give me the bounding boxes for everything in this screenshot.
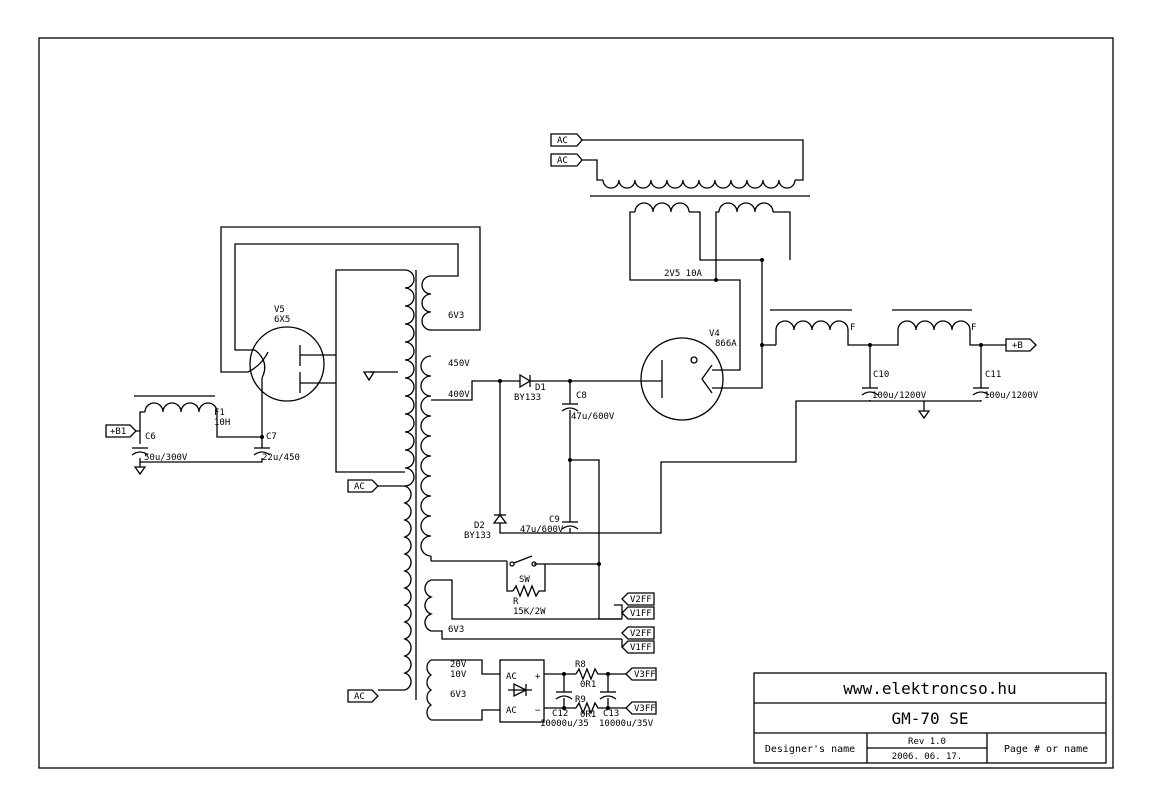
r-ref-label: R — [513, 597, 519, 607]
w-400v-label: 400V — [448, 390, 470, 400]
v4-type-label: 866A — [715, 339, 737, 349]
c10-ref-label: C10 — [873, 370, 889, 380]
r8-val-label: 0R1 — [580, 680, 596, 690]
secondary-winding-b — [718, 202, 774, 213]
b1-filter: +B1 F1 10H C6 50u/300V C7 22u/450 — [105, 395, 300, 476]
ac1-label: AC — [557, 136, 568, 146]
b1-plus-port — [105, 424, 137, 438]
v2ff-a-label: V2FF — [630, 595, 652, 605]
c10-val-label: 100u/1200V — [872, 391, 927, 401]
w-10v-label: 10V — [450, 670, 467, 680]
c11-val-label: 100u/1200V — [984, 391, 1039, 401]
c12-ref-label: C12 — [552, 709, 568, 719]
c8-ref-label: C8 — [576, 391, 587, 401]
v4-ref-label: V4 — [709, 329, 720, 339]
f1-ref-label: F1 — [214, 408, 225, 418]
c13-val-label: 10000u/35V — [599, 719, 654, 729]
winding-2v5-label: 2V5 10A — [664, 269, 703, 279]
bridge-plus-label: + — [535, 672, 541, 682]
c6-ref-label: C6 — [145, 432, 156, 442]
b1-plus-label: +B1 — [110, 427, 126, 437]
title-block: www.elektroncso.hu GM-70 SE Designer's n… — [753, 672, 1107, 764]
c11-ref-label: C11 — [985, 370, 1001, 380]
project-title: GM-70 SE — [891, 709, 968, 728]
primary-winding — [602, 179, 796, 189]
main-transformer: AC AC 6V3 450V 400V 6V3 20V 10V 6V3 — [220, 226, 622, 721]
v2ff-b-label: V2FF — [630, 629, 652, 639]
choke-f1 — [144, 402, 218, 413]
v1ff-b-label: V1FF — [630, 643, 652, 653]
bridge-minus-label: − — [535, 706, 541, 716]
d1-type-label: BY133 — [514, 393, 541, 403]
switch-resistor: SW R 15K/2W — [506, 555, 601, 617]
d2-ref-label: D2 — [474, 521, 485, 531]
f1-val-label: 10H — [214, 418, 230, 428]
f-a-label: F — [850, 323, 855, 333]
c9-val-label: 47u/600V — [520, 525, 564, 535]
secondary-winding-a — [634, 202, 690, 213]
lv-supply: AC AC + − R8 0R1 R9 0R1 C12 C12 10000u/3… — [499, 659, 657, 729]
ac-bot-label: AC — [354, 692, 365, 702]
c7-ref-label: C7 — [266, 432, 277, 442]
heater-ports: V2FF V1FF V2FF V1FF — [599, 592, 655, 654]
ac-port-1 — [550, 133, 583, 147]
choke-1 — [775, 320, 849, 331]
v4-tube: V4 866A — [640, 260, 763, 421]
f-b-label: F — [971, 323, 976, 333]
designer-label: Designer's name — [765, 744, 855, 755]
d1-ref-label: D1 — [535, 383, 546, 393]
hv-secondary — [420, 355, 432, 557]
primary-winding-lower — [403, 485, 412, 691]
ac-mid-label: AC — [354, 482, 365, 492]
v1ff-a-label: V1FF — [630, 609, 652, 619]
sw-ref-label: SW — [519, 575, 530, 585]
page-label: Page # or name — [1004, 744, 1088, 755]
website-text: www.elektroncso.hu — [843, 679, 1016, 698]
ac2-label: AC — [557, 156, 568, 166]
w-6v3-top-label: 6V3 — [448, 311, 464, 321]
ac-port-2 — [550, 153, 583, 167]
r9-val-label: 0R1 — [580, 710, 596, 720]
w-450v-label: 450V — [448, 359, 470, 369]
w-20v-label: 20V — [450, 660, 467, 670]
c7-val-label: 22u/450 — [262, 453, 300, 463]
b-plus-port — [1005, 338, 1037, 352]
bridge-ac1-label: AC — [506, 672, 517, 682]
bridge-ac2-label: AC — [506, 706, 517, 716]
v3ff-b-label: V3FF — [634, 704, 656, 714]
w-6v3-bot-label: 6V3 — [450, 690, 466, 700]
c12-val-label: 10000u/35 — [540, 719, 589, 729]
c13-ref-label: C13 — [603, 709, 619, 719]
w-6v3-mid-label: 6V3 — [448, 625, 464, 635]
d2-type-label: BY133 — [464, 531, 491, 541]
revision-text: Rev 1.0 — [908, 737, 946, 747]
primary-hv-winding — [404, 269, 415, 487]
v3ff-a-label: V3FF — [634, 670, 656, 680]
r9-ref-label: R9 — [575, 695, 586, 705]
v5-type-label: 6X5 — [274, 315, 290, 325]
v5-ref-label: V5 — [274, 305, 285, 315]
ac-port-mid — [347, 479, 379, 493]
r8-ref-label: R8 — [575, 660, 586, 670]
r-val-label: 15K/2W — [513, 607, 546, 617]
filament-transformer: AC AC 2V5 10A — [550, 133, 810, 282]
b-plus-label: +B — [1012, 341, 1023, 351]
c6-val-label: 50u/300V — [144, 453, 188, 463]
choke-2 — [897, 320, 971, 331]
ac-port-bottom — [347, 689, 379, 703]
c9-ref-label: C9 — [549, 515, 560, 525]
doubler: D1 BY133 C8 47u/600V C9 47u/600V D2 BY13… — [464, 373, 662, 619]
date-text: 2006. 06. 17. — [892, 752, 962, 762]
drawing-frame — [38, 37, 1114, 769]
c8-val-label: 47u/600V — [571, 412, 615, 422]
output-filter: F F +B C10 100u/1200V C11 100u/1200V — [570, 309, 1039, 534]
v5-tube: V5 6X5 — [247, 305, 336, 437]
